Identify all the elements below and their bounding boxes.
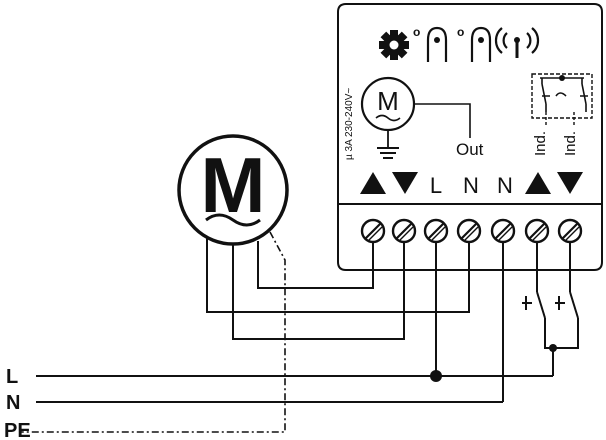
out-internal-line [414,103,471,138]
terminal-screw-icon [490,218,516,244]
out-label: Out [456,140,484,159]
motor-wire-common [206,236,470,313]
gear-icon [379,30,409,60]
motor-wire-down [232,242,405,340]
touch-icon-right [470,26,492,62]
internal-motor-letter: M [377,86,399,116]
ground-symbol [377,147,399,159]
terminal-screw-icon [456,218,482,244]
terminal-label-l: L [430,173,442,198]
down-arrow-icon [557,172,583,194]
terminal-screw-icon [391,218,417,244]
up-arrow-icon [525,172,551,194]
terminal-label-n2: N [497,173,513,198]
line-label-l: L [6,366,18,388]
terminal-screw-icon [557,218,583,244]
external-motor-letter: M [201,141,266,229]
pe-wire [20,231,286,433]
degree-mark-right: o [457,25,464,39]
motor-wire-up [257,241,374,289]
external-motor: M [177,134,289,246]
switch-input-box [531,73,593,126]
line-label-n: N [6,392,20,414]
wifi-antenna-icon [494,27,540,58]
terminal-screw-icon [423,218,449,244]
line-label-pe: PE [4,420,31,440]
ind-label-right: Ind. [562,131,579,156]
down-arrow-icon [392,172,418,194]
ind-label-left: Ind. [532,131,549,156]
wall-switch-icon [522,291,579,349]
terminal-screw-icon [524,218,550,244]
terminal-screw-icon [360,218,386,244]
up-arrow-icon [360,172,386,194]
degree-mark-left: o [413,25,420,39]
terminal-label-n1: N [463,173,479,198]
touch-icon-left [426,26,448,62]
voltage-rating: µ 3A 230-240V~ [344,88,355,160]
l-junction-dot [430,370,442,382]
